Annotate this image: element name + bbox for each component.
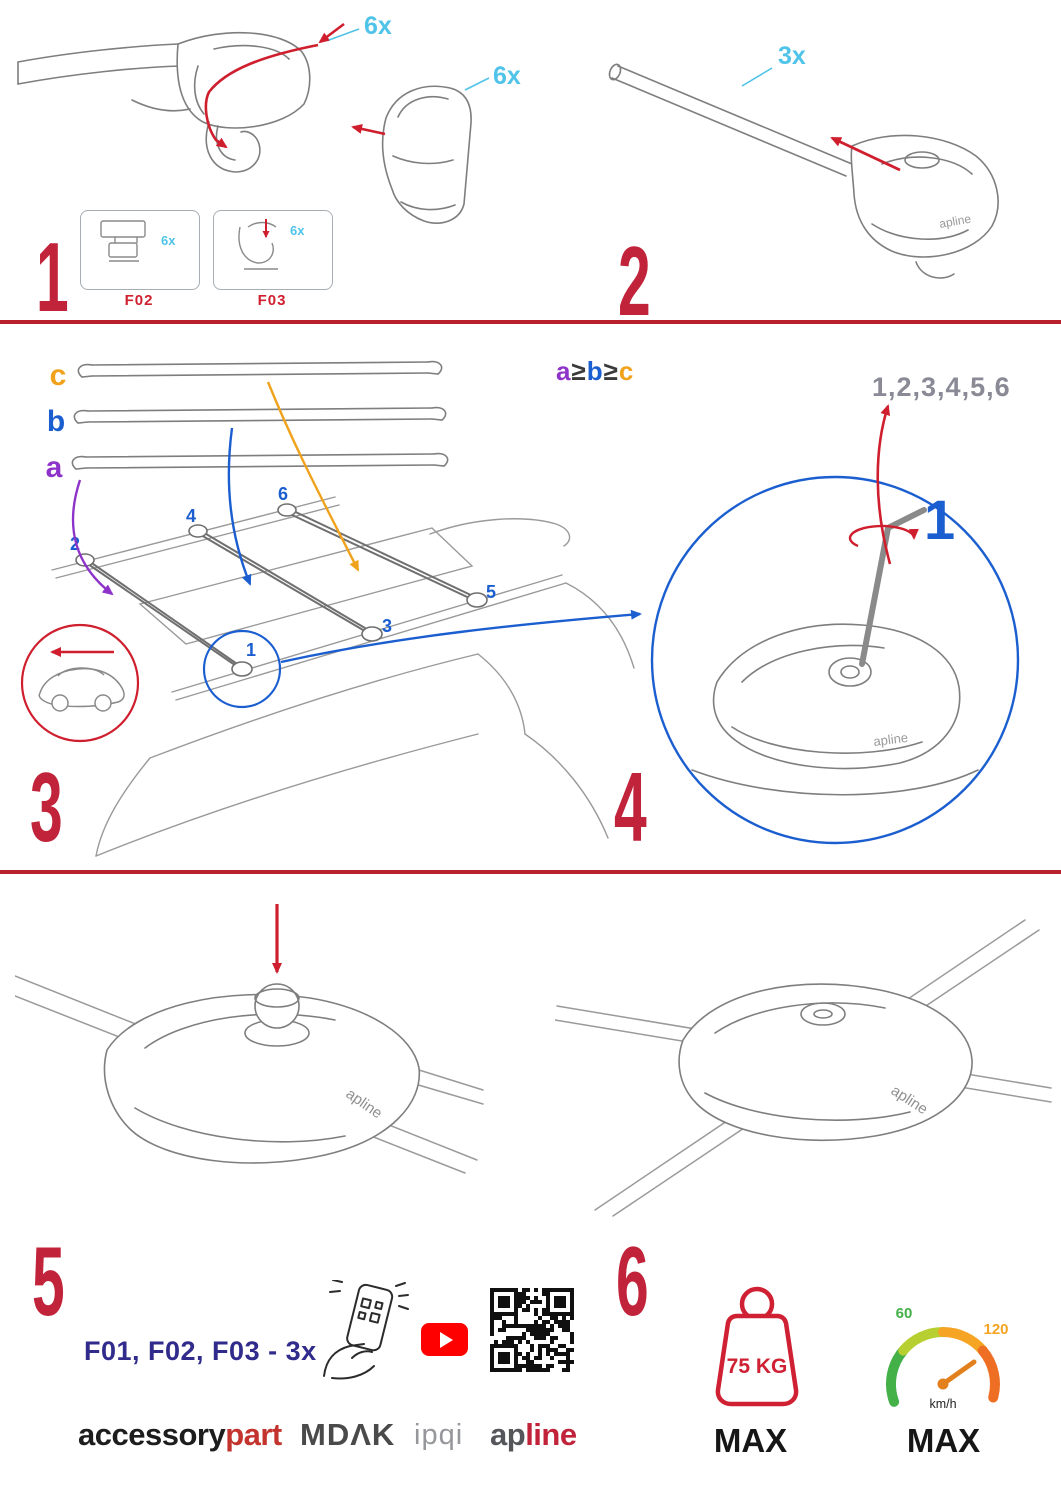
zoom-circle bbox=[650, 475, 1020, 845]
brand-mdak: MDΛK bbox=[300, 1417, 396, 1452]
brand-apline: apline bbox=[490, 1417, 577, 1452]
rule-ge: ≥ bbox=[603, 356, 619, 386]
position-marker-3: 3 bbox=[382, 616, 392, 636]
part-caption-f03: F03 bbox=[257, 292, 287, 309]
zoom-arrow bbox=[280, 609, 642, 664]
bar-b-leader-curve bbox=[227, 427, 252, 586]
speed-unit-label: km/h bbox=[929, 1397, 956, 1411]
car-side-view-drawing bbox=[38, 667, 125, 712]
bar-c-leader-curve bbox=[266, 381, 360, 572]
sequence-first-number: 1 bbox=[924, 488, 956, 551]
step4-detail-diagram: apline bbox=[650, 404, 1020, 845]
car-roof-drawing bbox=[51, 496, 635, 857]
rule-a: a bbox=[556, 356, 572, 386]
step-number-6: 6 bbox=[616, 1226, 649, 1336]
step-number-2: 2 bbox=[618, 226, 651, 336]
slide-arrow bbox=[830, 136, 901, 172]
clamp-foot-drawing bbox=[17, 31, 472, 224]
three-bars-drawing bbox=[71, 360, 449, 470]
gauge-needle bbox=[940, 1359, 977, 1387]
brand-ipqi: ipqi bbox=[414, 1419, 464, 1451]
brand-ap-text: ap bbox=[490, 1417, 526, 1452]
speed-max-label: MAX bbox=[906, 1422, 981, 1459]
qr-scan-icon bbox=[323, 1280, 409, 1380]
sequence-arrow bbox=[876, 404, 892, 565]
rule-b: b bbox=[586, 356, 604, 386]
speed-max-value: 120 bbox=[983, 1321, 1008, 1338]
step1-diagram: 6x 6x bbox=[17, 12, 521, 224]
weight-max-label: MAX bbox=[713, 1422, 788, 1459]
brand-on-part: apline bbox=[938, 212, 972, 231]
bar-a-leader-curve bbox=[71, 479, 114, 596]
qr-code-icon bbox=[487, 1285, 577, 1375]
rule-c: c bbox=[618, 356, 635, 386]
allen-key-drawing bbox=[859, 507, 927, 667]
position-marker-6: 6 bbox=[278, 484, 288, 504]
section-divider bbox=[0, 320, 1061, 324]
part-box-f03: 6x bbox=[213, 210, 333, 290]
youtube-icon bbox=[421, 1323, 468, 1356]
foot-drawing bbox=[678, 983, 973, 1142]
step5-diagram: apline bbox=[15, 904, 484, 1174]
section-divider bbox=[0, 870, 1061, 874]
bar-label-a: a bbox=[46, 451, 63, 484]
bar-label-b: b bbox=[47, 405, 65, 438]
qty-label: 6x bbox=[364, 12, 392, 40]
qty-leader-line bbox=[741, 67, 773, 87]
weight-value: 75 KG bbox=[727, 1355, 788, 1378]
install-arrows bbox=[204, 22, 386, 149]
car-direction-inset-circle bbox=[20, 623, 140, 743]
foot-with-key-drawing bbox=[691, 623, 979, 796]
step3-diagram: c b a 2 4 6 1 3 5 bbox=[20, 359, 642, 857]
position-marker-1: 1 bbox=[246, 640, 256, 660]
parts-quantity-line: F01, F02, F03 - 3x bbox=[84, 1336, 317, 1366]
crossbar-drawing bbox=[608, 63, 999, 279]
brand-on-part: apline bbox=[873, 730, 909, 749]
brand-part-text: part bbox=[225, 1417, 282, 1452]
step6-diagram: apline bbox=[555, 919, 1052, 1217]
speed-limit-icon: 60 120 km/h bbox=[886, 1305, 1009, 1411]
qty-label: 6x bbox=[161, 233, 176, 248]
brand-accessorypart: accessorypart bbox=[78, 1417, 282, 1452]
part-f02-drawing: 6x bbox=[100, 220, 176, 262]
position-1-highlight-circle bbox=[202, 629, 282, 709]
step-number-5: 5 bbox=[32, 1226, 65, 1336]
max-weight-icon: 75 KG bbox=[715, 1286, 799, 1407]
brand-accessory-text: accessory bbox=[78, 1417, 226, 1452]
position-marker-5: 5 bbox=[486, 582, 496, 602]
speed-min-label: 60 bbox=[896, 1305, 913, 1322]
qty-label: 6x bbox=[290, 223, 305, 238]
foot-drawing bbox=[103, 983, 421, 1164]
part-f03-drawing: 6x bbox=[238, 219, 305, 270]
qty-label: 3x bbox=[778, 42, 806, 70]
cover-part-drawing bbox=[381, 85, 472, 224]
bar-order-rule: a≥b≥c bbox=[556, 356, 634, 387]
play-triangle-icon bbox=[439, 1331, 453, 1348]
mounted-crossbars bbox=[82, 506, 481, 673]
qty-label: 6x bbox=[493, 62, 521, 90]
rule-ge: ≥ bbox=[571, 356, 587, 386]
brand-line-text: line bbox=[525, 1417, 577, 1452]
tightening-sequence: 1,2,3,4,5,6 bbox=[872, 372, 1011, 402]
step2-diagram: apline 3x bbox=[608, 42, 999, 279]
step-number-3: 3 bbox=[30, 752, 63, 862]
position-marker-4: 4 bbox=[186, 506, 196, 526]
part-box-f02: 6x bbox=[80, 210, 200, 290]
step-number-4: 4 bbox=[614, 752, 647, 862]
step-number-1: 1 bbox=[36, 222, 69, 332]
rotate-arrow bbox=[848, 524, 919, 548]
qty-leader-lines bbox=[328, 28, 490, 91]
part-caption-f02: F02 bbox=[124, 292, 154, 309]
bar-label-c: c bbox=[50, 359, 67, 392]
